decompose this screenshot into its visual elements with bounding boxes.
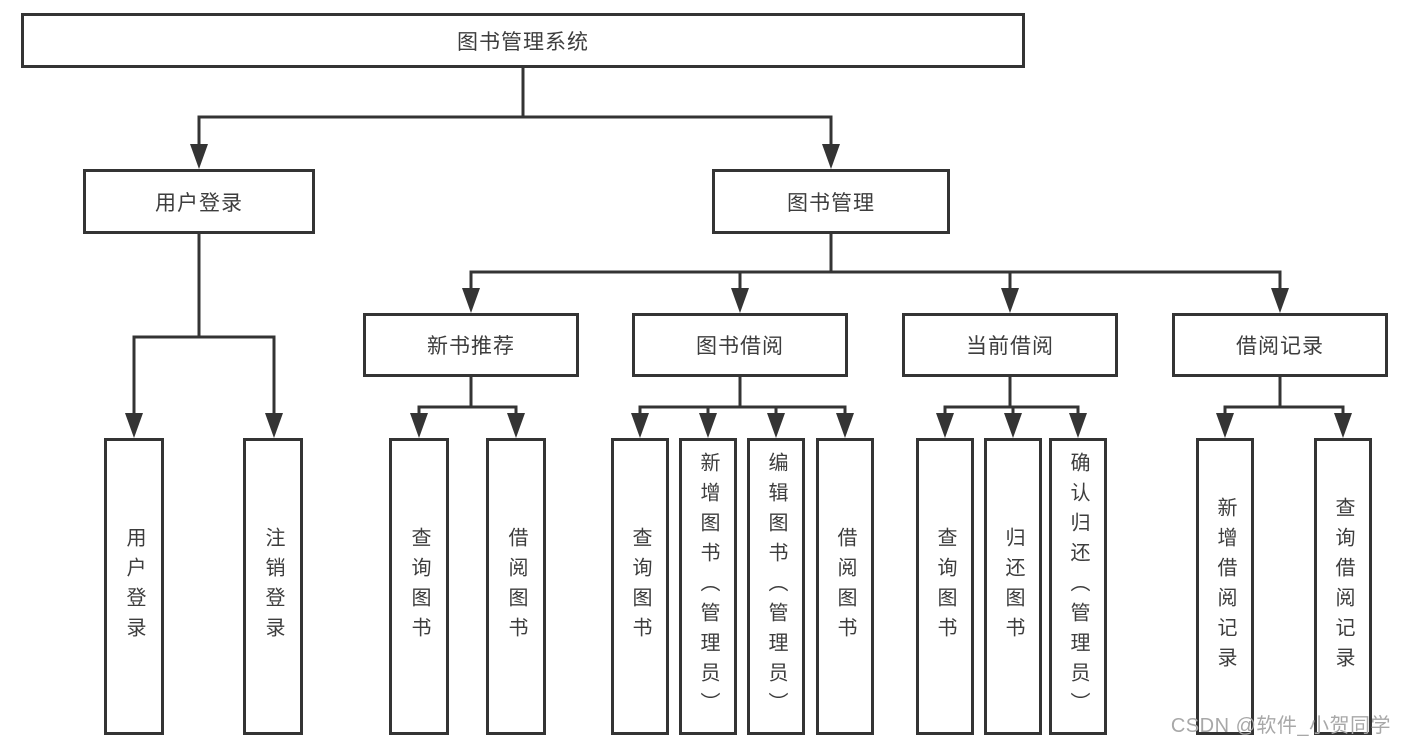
node-current-borrowing: 当前借阅 — [902, 313, 1118, 377]
arrowheads — [125, 144, 1352, 438]
node-label: 查询图书 — [629, 526, 651, 647]
node-label: 图书借阅 — [696, 335, 784, 358]
node-label: 归还图书 — [1002, 526, 1024, 647]
node-label: 查询图书 — [934, 526, 956, 647]
csdn-watermark: CSDN @软件_小贺同学 — [1170, 715, 1391, 737]
node-label: 用户登录 — [155, 191, 243, 215]
node-user-login: 用户登录 — [83, 169, 315, 234]
node-confirm-return-admin: 确认归还（管理员） — [1049, 438, 1107, 735]
node-add-borrow-record: 新增借阅记录 — [1196, 438, 1254, 735]
node-query-books: 查询图书 — [916, 438, 974, 735]
node-label: 用户登录 — [123, 526, 145, 647]
node-borrow-books: 借阅图书 — [486, 438, 546, 735]
node-book-management: 图书管理 — [712, 169, 950, 234]
node-label: 新增借阅记录 — [1214, 496, 1236, 677]
node-label: 新增图书（管理员） — [697, 451, 719, 722]
node-edit-books-admin: 编辑图书（管理员） — [747, 438, 805, 735]
node-borrowing-records: 借阅记录 — [1172, 313, 1388, 377]
node-label: 查询借阅记录 — [1332, 496, 1354, 677]
node-label: 当前借阅 — [966, 335, 1054, 358]
node-label: 编辑图书（管理员） — [765, 451, 787, 722]
node-user-login-leaf: 用户登录 — [104, 438, 164, 735]
node-label: 新书推荐 — [427, 335, 515, 358]
node-new-book-recommendation: 新书推荐 — [363, 313, 579, 377]
node-borrow-books: 借阅图书 — [816, 438, 874, 735]
node-label: 借阅记录 — [1236, 335, 1324, 358]
node-label: 图书管理 — [787, 191, 875, 215]
node-label: 借阅图书 — [505, 526, 527, 647]
node-query-books: 查询图书 — [611, 438, 669, 735]
node-label: 确认归还（管理员） — [1067, 451, 1089, 722]
node-label: 图书管理系统 — [457, 30, 589, 54]
node-label: 注销登录 — [262, 526, 284, 647]
node-return-books: 归还图书 — [984, 438, 1042, 735]
node-library-management-system: 图书管理系统 — [21, 13, 1025, 68]
node-query-books: 查询图书 — [389, 438, 449, 735]
node-logout-leaf: 注销登录 — [243, 438, 303, 735]
node-label: 查询图书 — [408, 526, 430, 647]
node-add-books-admin: 新增图书（管理员） — [679, 438, 737, 735]
node-book-borrowing: 图书借阅 — [632, 313, 848, 377]
node-label: 借阅图书 — [834, 526, 856, 647]
node-query-borrow-record: 查询借阅记录 — [1314, 438, 1372, 735]
